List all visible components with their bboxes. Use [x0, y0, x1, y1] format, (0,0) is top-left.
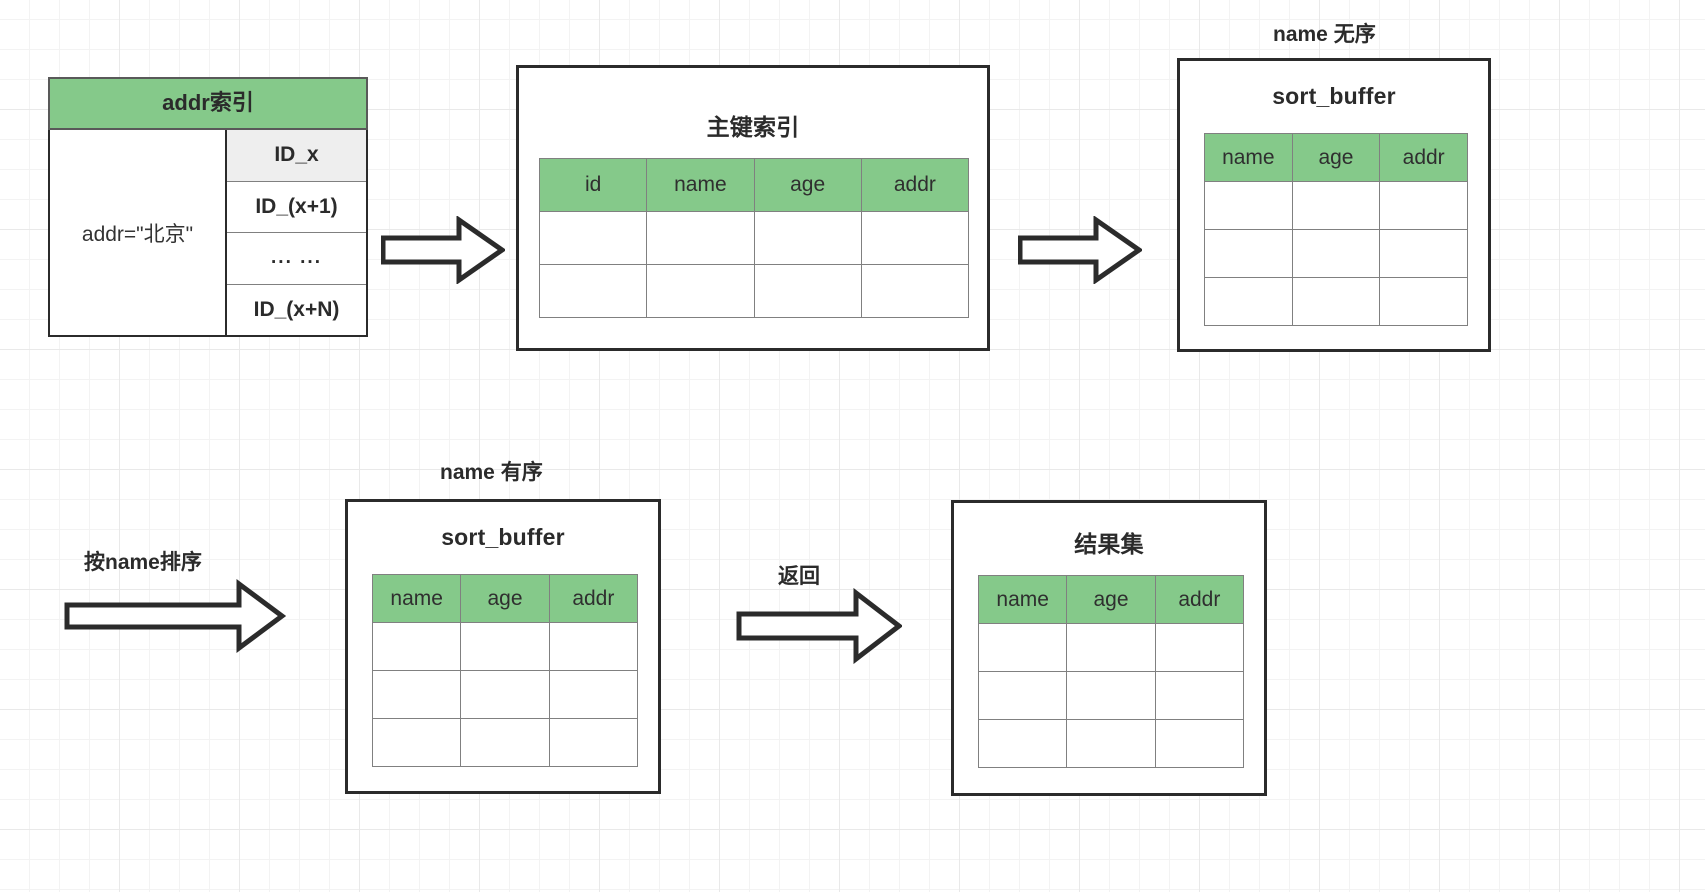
- sort-buffer-unsorted-table: name age addr: [1204, 133, 1468, 326]
- addr-index-header: addr索引: [48, 77, 368, 130]
- column-header-name: name: [646, 158, 755, 212]
- table-cell: [1291, 277, 1381, 326]
- table-cell: [646, 264, 755, 318]
- table-cell: [1066, 719, 1156, 768]
- table-cell: [460, 718, 550, 767]
- table-row: [1204, 229, 1468, 278]
- table-cell: [538, 264, 648, 318]
- table-cell: [1066, 623, 1156, 672]
- table-cell: [548, 622, 639, 671]
- caption-return: 返回: [778, 565, 820, 588]
- result-set-table: name age addr: [977, 575, 1245, 768]
- primary-key-index-table: id name age addr: [538, 158, 970, 318]
- table-cell: [1204, 229, 1293, 278]
- arrow-addr-to-pk: [381, 216, 505, 284]
- table-cell: [977, 623, 1068, 672]
- caption-name-sorted: name 有序: [440, 461, 543, 484]
- table-row: [977, 623, 1245, 672]
- primary-key-index-title: 主键索引: [706, 114, 800, 140]
- arrow-pk-to-sortbuffer: [1018, 216, 1142, 284]
- table-cell: [646, 211, 755, 265]
- column-header-addr: addr: [1154, 575, 1245, 624]
- table-row: [538, 264, 970, 318]
- primary-key-index-node: 主键索引 id name age addr: [516, 65, 990, 351]
- table-header-row: name age addr: [1204, 133, 1468, 182]
- sort-buffer-sorted-table: name age addr: [371, 574, 639, 767]
- sort-buffer-unsorted-node: sort_buffer name age addr: [1177, 58, 1491, 352]
- table-cell: [860, 211, 970, 265]
- table-cell: [371, 622, 462, 671]
- table-cell: [1379, 277, 1468, 326]
- arrow-return: [736, 588, 902, 664]
- table-cell: [1379, 229, 1468, 278]
- table-row: [371, 670, 639, 719]
- table-cell: [753, 211, 862, 265]
- arrow-sort-by-name: [64, 578, 286, 654]
- table-row: [977, 719, 1245, 768]
- table-cell: [1204, 277, 1293, 326]
- table-row: [538, 211, 970, 265]
- table-cell: [977, 671, 1068, 720]
- table-cell: [1204, 181, 1293, 230]
- table-header-row: id name age addr: [538, 158, 970, 212]
- table-cell: [753, 264, 862, 318]
- column-header-name: name: [371, 574, 462, 623]
- column-header-name: name: [1204, 133, 1293, 182]
- addr-index-id-row: ID_(x+1): [227, 181, 366, 233]
- table-cell: [548, 670, 639, 719]
- addr-index-body: addr="北京" ID_x ID_(x+1) ... ... ID_(x+N): [48, 130, 368, 337]
- column-header-age: age: [1291, 133, 1381, 182]
- addr-index-id-list: ID_x ID_(x+1) ... ... ID_(x+N): [227, 130, 366, 335]
- caption-sort-by-name: 按name排序: [84, 551, 202, 574]
- table-cell: [1291, 229, 1381, 278]
- addr-index-node: addr索引 addr="北京" ID_x ID_(x+1) ... ... I…: [48, 77, 368, 337]
- column-header-age: age: [753, 158, 862, 212]
- table-row: [371, 622, 639, 671]
- column-header-name: name: [977, 575, 1068, 624]
- result-set-node: 结果集 name age addr: [951, 500, 1267, 796]
- column-header-age: age: [1066, 575, 1156, 624]
- table-cell: [548, 718, 639, 767]
- table-row: [1204, 277, 1468, 326]
- sort-buffer-sorted-title: sort_buffer: [441, 524, 565, 550]
- addr-index-id-row: ID_(x+N): [227, 284, 366, 335]
- table-header-row: name age addr: [977, 575, 1245, 624]
- table-cell: [977, 719, 1068, 768]
- table-cell: [1066, 671, 1156, 720]
- column-header-addr: addr: [860, 158, 970, 212]
- result-set-title: 结果集: [1074, 531, 1144, 557]
- sort-buffer-sorted-node: sort_buffer name age addr: [345, 499, 661, 794]
- table-cell: [1379, 181, 1468, 230]
- sort-buffer-unsorted-title: sort_buffer: [1272, 83, 1396, 109]
- table-cell: [1154, 671, 1245, 720]
- table-cell: [371, 718, 462, 767]
- column-header-age: age: [460, 574, 550, 623]
- table-header-row: name age addr: [371, 574, 639, 623]
- table-cell: [1154, 623, 1245, 672]
- table-cell: [460, 622, 550, 671]
- addr-index-id-row: ID_x: [227, 130, 366, 182]
- addr-index-id-row: ... ...: [227, 233, 366, 285]
- table-row: [977, 671, 1245, 720]
- caption-name-unsorted: name 无序: [1273, 23, 1376, 46]
- column-header-id: id: [538, 158, 648, 212]
- table-cell: [1154, 719, 1245, 768]
- column-header-addr: addr: [548, 574, 639, 623]
- table-row: [1204, 181, 1468, 230]
- table-cell: [1291, 181, 1381, 230]
- table-cell: [860, 264, 970, 318]
- column-header-addr: addr: [1379, 133, 1468, 182]
- table-cell: [371, 670, 462, 719]
- table-row: [371, 718, 639, 767]
- addr-index-key-label: addr="北京": [50, 130, 227, 335]
- table-cell: [460, 670, 550, 719]
- table-cell: [538, 211, 648, 265]
